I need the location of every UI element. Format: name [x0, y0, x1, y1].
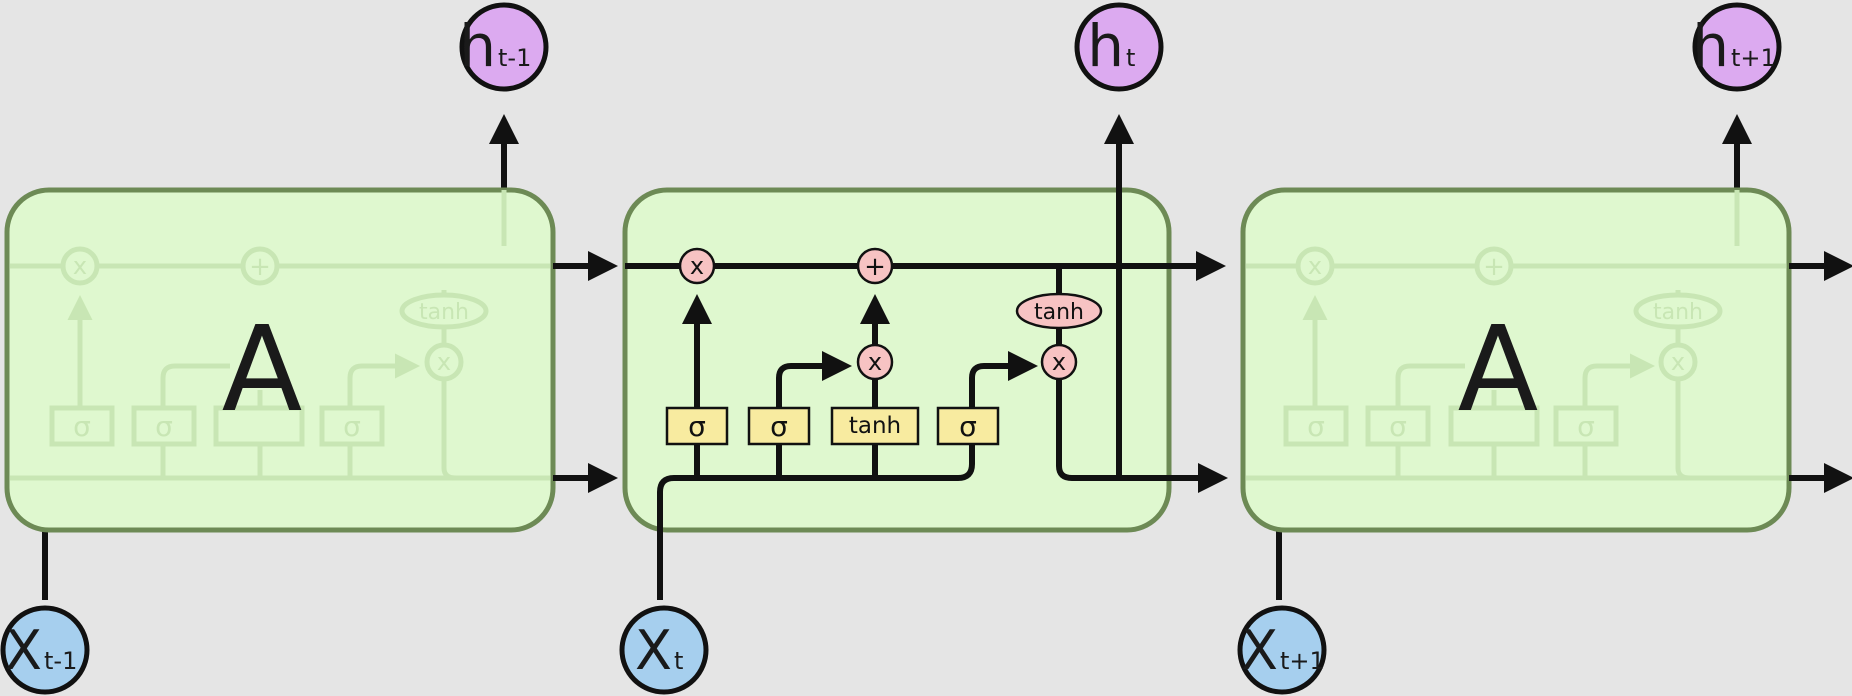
output-gate-box	[936, 406, 1000, 446]
output-multiply-symbol: x	[1052, 348, 1066, 376]
cell-left-label: A	[222, 300, 303, 438]
right-faded-plus: +	[1483, 252, 1505, 282]
forget-gate-sigma: σ	[688, 410, 706, 443]
svg-text:t-1: t-1	[498, 44, 531, 72]
right-faded-tanh: tanh	[1653, 300, 1703, 325]
candidate-gate-tanh: tanh	[849, 413, 901, 439]
middle-wiring	[625, 114, 1228, 600]
svg-text:t: t	[1126, 44, 1135, 72]
left-faded-times-2: x	[437, 348, 451, 376]
output-middle-sub: t	[1126, 44, 1135, 72]
cell-middle: σ σ tanh σ x + x tanh x	[622, 114, 1228, 600]
cell-right-label: A	[1458, 300, 1539, 438]
output-node-right: h t+1	[1692, 2, 1782, 92]
cell-left: σ σ σ x + x tanh A	[4, 114, 618, 600]
svg-text:X: X	[1241, 619, 1278, 682]
output-node-left: h t-1	[459, 2, 549, 92]
output-node-middle: h t	[1074, 2, 1164, 92]
svg-text:t: t	[674, 647, 683, 675]
output-middle-main: h	[1087, 12, 1124, 80]
svg-text:t-1: t-1	[44, 647, 77, 675]
svg-text:h: h	[1692, 12, 1729, 80]
input-gate-sigma: σ	[770, 410, 788, 443]
output-tanh-label: tanh	[1034, 300, 1084, 325]
input-right-main: X	[1241, 619, 1278, 682]
right-faded-sigma-1: σ	[1307, 410, 1325, 443]
forget-multiply-op	[678, 247, 716, 285]
input-multiply-op	[856, 343, 894, 381]
output-tanh-op	[1015, 292, 1103, 330]
forget-gate-box	[665, 406, 729, 446]
input-gate-box	[747, 406, 811, 446]
input-multiply-symbol: x	[868, 348, 882, 376]
svg-text:X: X	[5, 619, 42, 682]
candidate-gate-box	[830, 406, 920, 446]
output-right-main: h	[1692, 12, 1729, 80]
input-node-right: X t+1	[1237, 605, 1327, 695]
input-left-main: X	[5, 619, 42, 682]
svg-text:X: X	[635, 619, 672, 682]
input-right-sub: t+1	[1280, 647, 1325, 675]
add-op	[856, 247, 894, 285]
left-faded-sigma-3: σ	[343, 410, 361, 443]
input-left-sub: t-1	[44, 647, 77, 675]
input-middle-main: X	[635, 619, 672, 682]
svg-text:h: h	[459, 12, 496, 80]
left-faded-internals	[10, 190, 550, 481]
output-left-main: h	[459, 12, 496, 80]
left-faded-plus: +	[249, 252, 271, 282]
output-left-sub: t-1	[498, 44, 531, 72]
right-faded-sigma-2: σ	[1389, 410, 1407, 443]
svg-text:t+1: t+1	[1280, 647, 1325, 675]
input-node-left: X t-1	[0, 605, 90, 695]
right-faded-internals	[1246, 190, 1786, 481]
cell-right: σ σ σ x + x tanh A	[1240, 114, 1852, 600]
right-faded-times-1: x	[1308, 252, 1322, 280]
input-node-middle: X t	[619, 605, 709, 695]
output-gate-sigma: σ	[959, 410, 977, 443]
right-faded-times-2: x	[1671, 348, 1685, 376]
output-multiply-op	[1040, 343, 1078, 381]
left-faded-sigma-2: σ	[155, 410, 173, 443]
left-faded-times-1: x	[73, 252, 87, 280]
add-symbol: +	[864, 252, 886, 282]
left-faded-sigma-1: σ	[73, 410, 91, 443]
svg-text:t+1: t+1	[1731, 44, 1776, 72]
forget-multiply-symbol: x	[690, 252, 704, 280]
svg-text:h: h	[1087, 12, 1124, 80]
input-middle-sub: t	[674, 647, 683, 675]
left-faded-tanh: tanh	[419, 300, 469, 325]
output-right-sub: t+1	[1731, 44, 1776, 72]
right-faded-sigma-3: σ	[1577, 410, 1595, 443]
